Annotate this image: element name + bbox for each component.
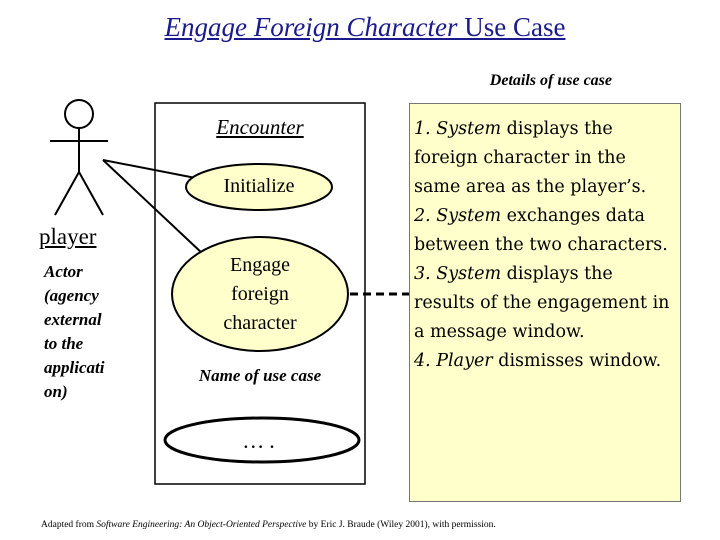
title-italic: Engage Foreign Character <box>164 12 458 42</box>
details-box <box>409 103 681 502</box>
actor-head <box>64 99 94 129</box>
use-case-initialize[interactable] <box>185 163 333 211</box>
step-4-actor: 4. Player <box>414 351 493 371</box>
use-case-initialize-label: Initialize <box>223 175 295 197</box>
actor-right-leg <box>78 171 104 216</box>
system-name: Encounter <box>216 115 304 139</box>
actor-description: Actor (agency external to the applicati … <box>44 262 105 401</box>
page-title: Engage Foreign Character Use Case <box>0 12 720 43</box>
use-case-ellipsis-label: …. <box>242 428 280 453</box>
use-case-engage-label: Engage foreign character <box>223 254 297 334</box>
title-plain: Use Case <box>457 12 566 42</box>
details-label: Details of use case <box>489 72 612 89</box>
step-3-actor: 3. System <box>414 264 502 284</box>
steps-list: 1. System displays the foreign character… <box>414 115 676 376</box>
use-case-engage[interactable] <box>171 236 349 352</box>
step-4: 4. Player dismisses window. <box>414 347 676 376</box>
attribution-footer: Adapted from Software Engineering: An Ob… <box>41 520 496 530</box>
association-engage <box>102 159 204 255</box>
step-1-text: displays the foreign character in the sa… <box>414 119 647 197</box>
footer-suffix: by Eric J. Braude (Wiley 2001), with per… <box>306 520 496 530</box>
use-case-ellipsis[interactable] <box>163 416 361 464</box>
step-2: 2. System exchanges data between the two… <box>414 202 676 260</box>
step-1: 1. System displays the foreign character… <box>414 115 676 202</box>
step-1-actor: 1. System <box>414 119 502 139</box>
actor-name: player <box>39 224 97 249</box>
actor-stick-figure <box>50 99 108 216</box>
step-3: 3. System displays the results of the en… <box>414 260 676 347</box>
step-2-text: exchanges data between the two character… <box>414 206 668 255</box>
use-case-name-annotation: Name of use case <box>198 366 322 385</box>
step-2-actor: 2. System <box>414 206 502 226</box>
step-4-text: dismisses window. <box>492 351 662 371</box>
actor-left-leg <box>54 171 80 216</box>
footer-book-title: Software Engineering: An Object-Oriented… <box>96 520 307 530</box>
step-3-text: displays the results of the engagement i… <box>414 264 670 342</box>
footer-prefix: Adapted from <box>41 520 97 530</box>
